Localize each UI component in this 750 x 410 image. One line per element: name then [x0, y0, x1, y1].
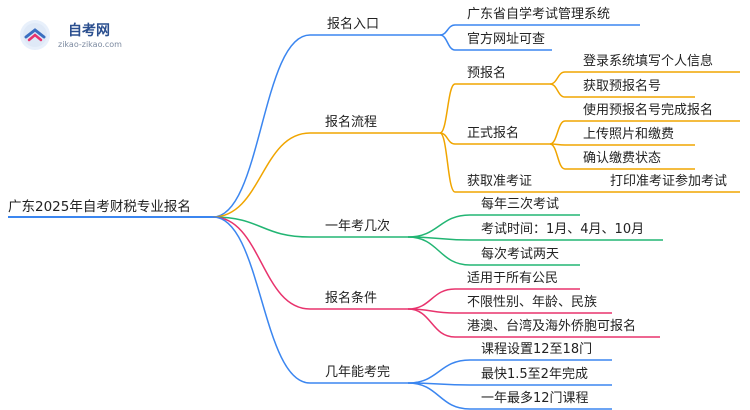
- connector-entry-0: [439, 24, 456, 36]
- connector-entry-1: [439, 34, 456, 51]
- connector-exams-0: [407, 214, 471, 238]
- leaf-print-admission-ticket: 打印准考证参加考试: [610, 174, 728, 189]
- leaf-confirm-payment: 确认缴费状态: [583, 151, 662, 166]
- leaf-course-count: 课程设置12至18门: [481, 342, 593, 357]
- leaf-get-pre-reg-number: 获取预报名号: [583, 79, 662, 94]
- connector-formal-2: [549, 143, 566, 170]
- logo-subtitle: zikao-zikao.com: [58, 40, 122, 49]
- leaf-max-courses-yearly: 一年最多12门课程: [481, 391, 589, 406]
- leaf-login-fill-info: 登录系统填写个人信息: [583, 54, 714, 69]
- connector-prereg-0: [549, 71, 566, 85]
- step-pre-registration: 预报名: [467, 66, 507, 81]
- mindmap-root: 广东2025年自考财税专业报名: [8, 199, 191, 215]
- connector-years-2: [407, 382, 471, 410]
- root-underline: [8, 216, 213, 218]
- branch-registration-process: 报名流程: [325, 115, 378, 130]
- connector-root-branch-3: [212, 216, 311, 310]
- branch-registration-conditions: 报名条件: [325, 291, 378, 306]
- connector-root-branch-0: [212, 34, 311, 218]
- leaf-no-restrictions: 不限性别、年龄、民族: [467, 295, 598, 310]
- leaf-all-citizens: 适用于所有公民: [467, 271, 559, 286]
- leaf-exam-months: 考试时间：1月、4月、10月: [481, 222, 645, 237]
- site-logo: 自考网 zikao-zikao.com: [20, 18, 150, 52]
- leaf-fastest-duration: 最快1.5至2年完成: [481, 367, 588, 382]
- connector-formal-0: [549, 120, 566, 145]
- leaf-exam-management-system: 广东省自学考试管理系统: [467, 7, 611, 22]
- leaf-three-exams-yearly: 每年三次考试: [481, 197, 560, 212]
- connector-exams-2: [407, 236, 471, 266]
- connector-prereg-1: [549, 83, 566, 98]
- branch-years-to-finish: 几年能考完: [325, 365, 391, 380]
- branch-registration-entry: 报名入口: [327, 17, 380, 32]
- leaf-overseas-eligible: 港澳、台湾及海外侨胞可报名: [467, 319, 637, 334]
- leaf-upload-photo-pay: 上传照片和缴费: [583, 127, 675, 142]
- connector-root-branch-1: [212, 132, 311, 218]
- connector-cond-2: [407, 308, 456, 338]
- connector-process-2: [439, 132, 456, 193]
- leaf-official-website: 官方网址可查: [467, 32, 546, 47]
- logo-mark-icon: [20, 20, 50, 50]
- connector-years-0: [407, 359, 471, 384]
- step-get-admission-ticket: 获取准考证: [467, 174, 533, 189]
- step-formal-registration: 正式报名: [467, 126, 520, 141]
- logo-title: 自考网: [68, 23, 110, 39]
- leaf-complete-registration: 使用预报名号完成报名: [583, 103, 714, 118]
- leaf-two-days-each: 每次考试两天: [481, 247, 560, 262]
- connector-root-branch-4: [212, 216, 311, 384]
- connector-root-branch-2: [212, 216, 311, 238]
- branch-exams-per-year: 一年考几次: [325, 219, 391, 234]
- connector-process-0: [439, 83, 456, 134]
- connector-cond-0: [407, 288, 456, 310]
